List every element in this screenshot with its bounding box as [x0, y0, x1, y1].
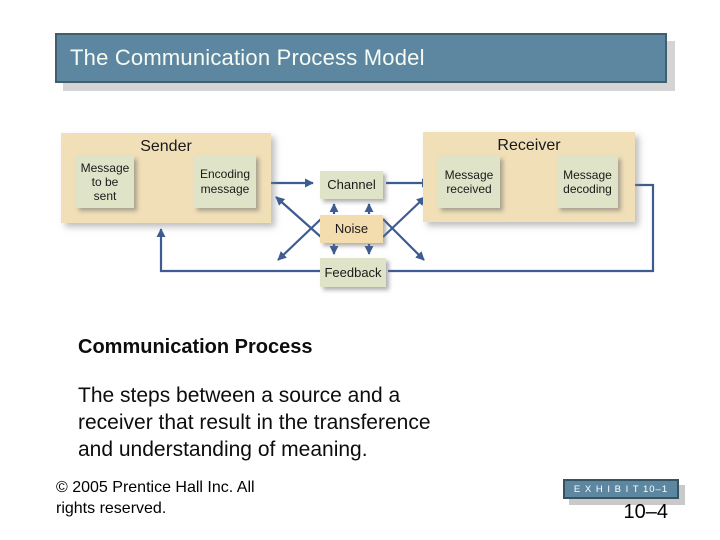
node-label-line: Encoding [199, 167, 251, 182]
sender-label: Sender [140, 138, 192, 155]
node-label-line: decoding [563, 182, 612, 196]
noise-box: Noise [320, 215, 383, 243]
node-label-line: Channel [327, 177, 376, 193]
channel-box: Channel [320, 171, 383, 199]
copyright-line: © 2005 Prentice Hall Inc. All [56, 479, 255, 496]
receiver-label: Receiver [497, 137, 561, 154]
feedback-box: Feedback [320, 258, 386, 287]
node-label-line: message [200, 181, 250, 196]
definition-line: The steps between a source and a [78, 384, 401, 407]
definition-line: and understanding of meaning. [78, 438, 368, 461]
node-label-line: Feedback [324, 264, 382, 280]
node-label-line: Message [80, 160, 130, 175]
arrow-noise-to-feedbackline-right-diagonal [382, 218, 425, 261]
arrow-noise-to-encoding-diagonal [275, 196, 322, 238]
node-label-line: Message [444, 167, 494, 182]
message-to-be-sent-box: Message to be sent [76, 156, 134, 208]
definition-term: Communication Process [78, 336, 313, 358]
node-label-line: to be [91, 174, 119, 189]
slide-title-bar: The Communication Process Model [55, 33, 667, 83]
definition-body: The steps between a source and a receive… [78, 382, 431, 463]
arrow-noise-to-feedbackline-left-diagonal [277, 218, 322, 261]
exhibit-label: E X H I B I T 10–1 [573, 483, 669, 495]
node-label-line: Noise [334, 221, 369, 237]
node-label-line: received [446, 182, 492, 196]
arrow-feedback-to-sender [156, 228, 320, 273]
message-received-box: Message received [438, 156, 500, 208]
copyright-line: rights reserved. [56, 500, 167, 517]
message-decoding-box: Message decoding [557, 156, 618, 208]
node-label-line: sent [93, 189, 117, 204]
exhibit-badge: E X H I B I T 10–1 [563, 479, 679, 499]
copyright-notice: © 2005 Prentice Hall Inc. All rights res… [56, 477, 255, 519]
page-title: The Communication Process Model [70, 45, 425, 70]
encoding-message-box: Encoding message [194, 155, 256, 208]
slide-page-number: 10–4 [623, 501, 669, 523]
definition-line: receiver that result in the transference [78, 411, 431, 434]
node-label-line: Message [563, 167, 612, 182]
arrow-noise-to-received-diagonal [382, 196, 426, 238]
